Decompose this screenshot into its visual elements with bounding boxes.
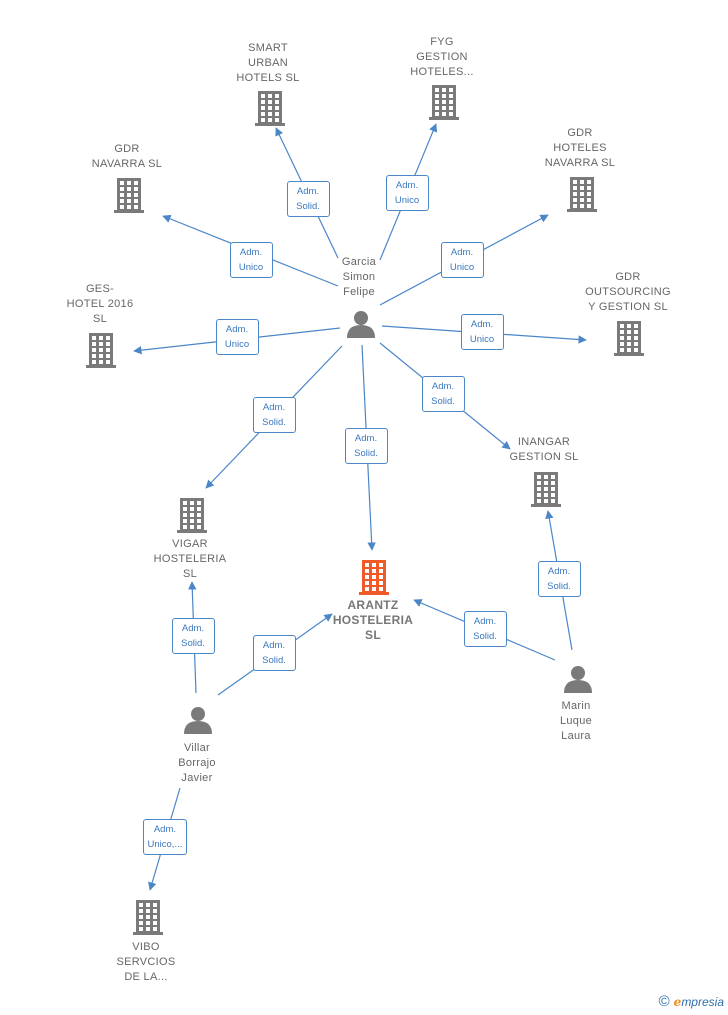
node-inangar[interactable]: INANGAR GESTION SL (494, 435, 594, 465)
edge-label[interactable]: Adm. Unico (385, 175, 429, 211)
edge-label[interactable]: Adm. Unico (460, 314, 504, 350)
node-marin[interactable]: Marin Luque Laura (536, 699, 616, 744)
building-icon (614, 321, 644, 356)
edge-label[interactable]: Adm. Unico (229, 242, 273, 278)
node-villar[interactable]: Villar Borrajo Javier (157, 741, 237, 786)
node-label: INANGAR GESTION SL (509, 436, 579, 463)
edge-label[interactable]: Adm. Solid. (421, 376, 465, 412)
node-label: GDR OUTSOURCING Y GESTION SL (585, 270, 671, 313)
node-label: GDR HOTELES NAVARRA SL (544, 126, 616, 169)
building-icon (531, 472, 561, 507)
building-icon (567, 177, 597, 212)
node-label: ARANTZ HOSTELERIA SL (332, 597, 414, 642)
node-label: GES- HOTEL 2016 SL (66, 282, 134, 325)
node-label: Marin Luque Laura (559, 699, 593, 742)
copyright-icon: © (658, 993, 670, 1010)
building-icon (114, 178, 144, 213)
node-label: SMART URBAN HOTELS SL (236, 41, 300, 84)
building-icon (133, 900, 163, 935)
node-vigar[interactable]: VIGAR HOSTELERIA SL (140, 537, 240, 582)
node-ges-hotel[interactable]: GES- HOTEL 2016 SL (50, 282, 150, 327)
brand-name: mpresia (681, 995, 724, 1009)
edge-label[interactable]: Adm. Unico,... (142, 819, 188, 855)
node-fyg-gestion[interactable]: FYG GESTION HOTELES... (392, 35, 492, 80)
node-label: VIBO SERVCIOS DE LA... (116, 940, 176, 983)
building-icon (429, 85, 459, 120)
node-label: Villar Borrajo Javier (178, 741, 216, 784)
edge-label[interactable]: Adm. Solid. (252, 397, 296, 433)
node-gdr-hoteles-navarra[interactable]: GDR HOTELES NAVARRA SL (530, 126, 630, 171)
node-gdr-navarra[interactable]: GDR NAVARRA SL (77, 142, 177, 172)
node-smart-urban[interactable]: SMART URBAN HOTELS SL (218, 41, 318, 86)
edge-label[interactable]: Adm. Solid. (537, 561, 581, 597)
node-arantz[interactable]: ARANTZ HOSTELERIA SL (323, 598, 423, 643)
node-vibo[interactable]: VIBO SERVCIOS DE LA... (96, 940, 196, 985)
edge-label[interactable]: Adm. Solid. (171, 618, 215, 654)
node-label: GDR NAVARRA SL (91, 143, 163, 170)
building-icon (255, 91, 285, 126)
edge-label[interactable]: Adm. Solid. (463, 611, 507, 647)
building-icon (86, 333, 116, 368)
node-garcia[interactable]: Garcia Simon Felipe (319, 255, 399, 300)
edge-label[interactable]: Adm. Solid. (286, 181, 330, 217)
building-icon (359, 560, 389, 595)
node-label: VIGAR HOSTELERIA SL (153, 537, 227, 580)
edge-label[interactable]: Adm. Unico (440, 242, 484, 278)
building-icon (177, 498, 207, 533)
person-icon (184, 707, 212, 734)
person-icon (347, 311, 375, 338)
brand-logo-e: e (673, 995, 682, 1009)
edge-label[interactable]: Adm. Solid. (344, 428, 388, 464)
edge-label[interactable]: Adm. Unico (215, 319, 259, 355)
node-gdr-outsourcing[interactable]: GDR OUTSOURCING Y GESTION SL (573, 270, 683, 315)
node-label: FYG GESTION HOTELES... (410, 35, 474, 78)
footer-brand: ©empresia (659, 993, 724, 1010)
edge-label[interactable]: Adm. Solid. (252, 635, 296, 671)
person-icon (564, 666, 592, 693)
node-label: Garcia Simon Felipe (341, 255, 377, 298)
